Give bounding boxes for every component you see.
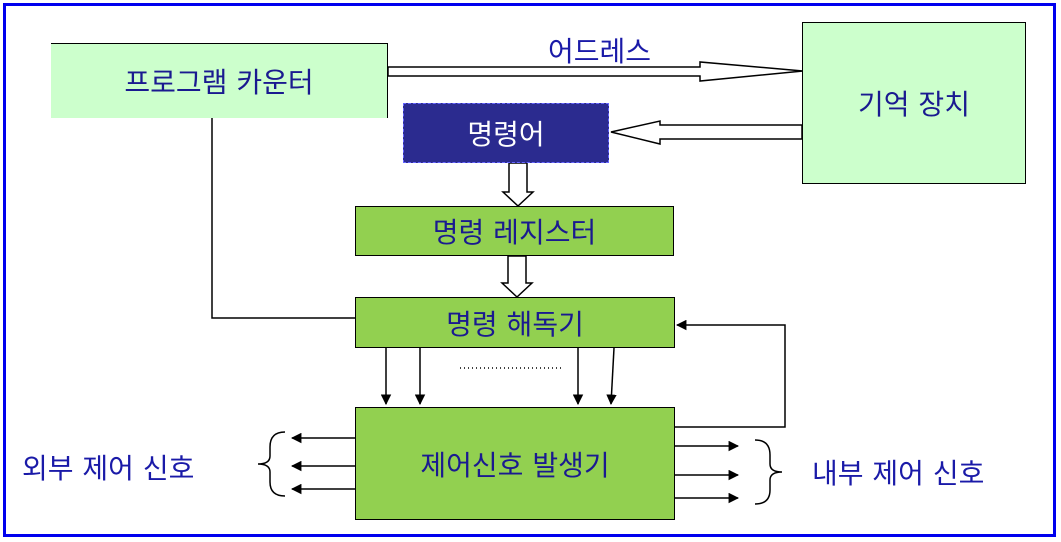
instruction-register-label: 명령 레지스터 [432,216,597,249]
instruction-decoder-label: 명령 해독기 [446,307,584,341]
program-counter-box: 프로그램 카운터 [51,43,388,118]
memory-label: 기억 장치 [858,88,970,121]
address-arrow [387,61,804,82]
control-signal-generator-label: 제어신호 발생기 [420,448,610,482]
external-brace [257,431,286,497]
instruction-register-box: 명령 레지스터 [355,206,674,256]
program-counter-label: 프로그램 카운터 [124,66,314,99]
instruction-to-register-arrow [501,162,535,208]
instruction-box: 명령어 [403,103,609,163]
memory-box: 기억 장치 [802,22,1026,184]
internal-control-label: 내부 제어 신호 [812,457,985,490]
memory-to-instruction-arrow [610,120,803,145]
register-to-decoder-arrow [500,255,534,299]
internal-brace [754,439,783,505]
generator-to-decoder-line [675,319,786,428]
external-control-label: 외부 제어 신호 [22,452,195,485]
decoder-to-counter-line [206,104,355,319]
instruction-decoder-box: 명령 해독기 [355,297,675,348]
control-signal-generator-box: 제어신호 발생기 [355,407,675,520]
instruction-label: 명령어 [467,118,545,151]
address-label: 어드레스 [548,35,652,68]
diagram-frame [3,3,1056,537]
